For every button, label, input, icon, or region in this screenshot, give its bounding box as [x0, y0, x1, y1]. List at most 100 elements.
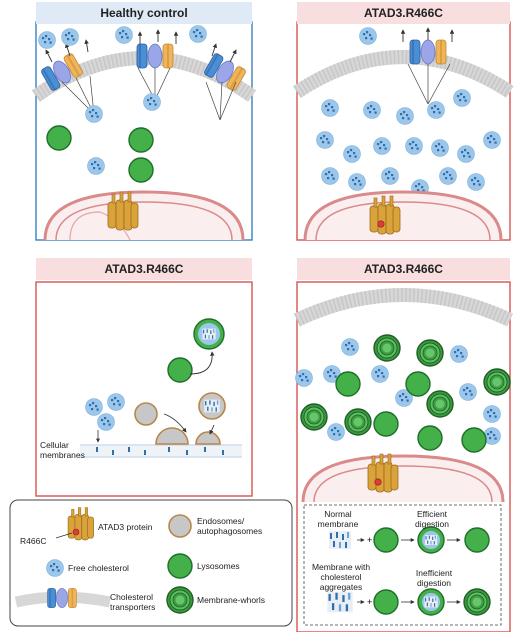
free-cholesterol [453, 89, 471, 107]
efficient-digestion-line-1: Efficient [416, 509, 448, 519]
cholesterol-transporter [47, 588, 77, 608]
aggregates-line-3: aggregates [319, 582, 363, 592]
panel-1 [31, 21, 257, 241]
legend-endosomes: Endosomes/ autophagosomes [197, 516, 262, 536]
legend-whorls: Membrane-whorls [197, 595, 266, 605]
membrane-whorl [463, 588, 491, 616]
inefficient-digestion-line-1: Inefficient [415, 568, 453, 578]
free-cholesterol [427, 101, 445, 119]
legend-r466c: R466C [20, 536, 47, 546]
legend-lysosomes: Lysosomes [197, 561, 240, 571]
normal-membrane-label: Normal membrane [312, 509, 364, 529]
free-cholesterol [38, 31, 56, 49]
aggregates-line-1: Membrane with [311, 562, 371, 572]
free-cholesterol [467, 173, 485, 191]
lysosome [46, 125, 72, 151]
inefficient-digestion-line-2: digestion [416, 578, 452, 588]
legend-transporters-line-2: transporters [110, 602, 156, 612]
lysosome [128, 157, 154, 183]
membrane-whorl [300, 403, 328, 431]
mitochondrion [43, 190, 245, 241]
inefficient-digestion-label: Inefficient digestion [406, 568, 462, 588]
free-cholesterol [115, 26, 133, 44]
free-cholesterol [321, 167, 339, 185]
lysosome [128, 127, 154, 153]
lysosome [461, 427, 487, 453]
cholesterol-transporter [136, 43, 174, 69]
budding-endosome [155, 427, 189, 445]
free-cholesterol [341, 338, 359, 356]
free-cholesterol [459, 383, 477, 401]
lysosome [167, 553, 193, 579]
mitochondrion [303, 190, 503, 241]
free-cholesterol [396, 107, 414, 125]
membrane-label-line-2: membranes [40, 450, 85, 460]
lysosome [373, 411, 399, 437]
cellular-membrane [80, 444, 242, 458]
free-cholesterol [439, 167, 457, 185]
free-cholesterol [431, 139, 449, 157]
membrane-whorl [483, 368, 511, 396]
free-cholesterol [373, 137, 391, 155]
svg-text:+: + [367, 597, 372, 607]
membrane-whorl [416, 339, 444, 367]
free-cholesterol [61, 28, 79, 46]
r466c-mutation [377, 220, 385, 228]
free-cholesterol [348, 173, 366, 191]
free-cholesterol [295, 369, 313, 387]
lysosome [417, 425, 443, 451]
membrane-whorl [344, 408, 372, 436]
lysosome [373, 527, 399, 553]
mitochondrion [301, 454, 505, 503]
free-cholesterol [316, 131, 334, 149]
free-cholesterol [381, 167, 399, 185]
lysosome [167, 357, 193, 383]
r466c-mutation [374, 478, 382, 486]
free-cholesterol [143, 93, 161, 111]
lysosome [464, 527, 490, 553]
free-cholesterol [359, 27, 377, 45]
legend-transporters: Cholesterol transporters [110, 592, 155, 612]
legend [9, 499, 293, 627]
aggregates-line-2: cholesterol [320, 572, 362, 582]
free-cholesterol [483, 405, 501, 423]
panel-4: + + [294, 281, 513, 632]
lysosome [335, 371, 361, 397]
free-cholesterol [327, 423, 345, 441]
free-cholesterol [189, 25, 207, 43]
free-cholesterol [107, 393, 125, 411]
panel-2-title: ATAD3.R466C [297, 2, 510, 24]
normal-membrane-line-2: membrane [317, 519, 359, 529]
free-cholesterol [457, 145, 475, 163]
membrane-whorl [166, 586, 194, 614]
legend-endosomes-line-1: Endosomes/ [197, 516, 245, 526]
endosome [168, 514, 192, 538]
lysosome [405, 371, 431, 397]
budding-endosome [195, 431, 221, 445]
free-cholesterol [371, 365, 389, 383]
free-cholesterol [483, 131, 501, 149]
panel-3-title: ATAD3.R466C [36, 258, 252, 280]
free-cholesterol [46, 559, 64, 577]
membrane-label-line-1: Cellular [40, 440, 69, 450]
free-cholesterol [97, 413, 115, 431]
aggregates-membrane-label: Membrane with cholesterol aggregates [306, 562, 376, 592]
panel-3-frame [35, 281, 253, 497]
free-cholesterol [85, 398, 103, 416]
endosome [134, 402, 158, 426]
efficient-digestion-label: Efficient digestion [406, 509, 458, 529]
membrane-label: Cellular membranes [40, 440, 85, 460]
free-cholesterol [85, 105, 103, 123]
free-cholesterol [450, 345, 468, 363]
lysosome [373, 589, 399, 615]
panel-1-title: Healthy control [36, 2, 252, 24]
legend-endosomes-line-2: autophagosomes [197, 526, 263, 536]
normal-membrane-line-1: Normal [324, 509, 352, 519]
panel-3 [35, 281, 253, 497]
legend-free-cholesterol: Free cholesterol [68, 563, 129, 573]
free-cholesterol [405, 137, 423, 155]
membrane-whorl [373, 334, 401, 362]
svg-text:+: + [367, 535, 372, 545]
free-cholesterol [363, 101, 381, 119]
